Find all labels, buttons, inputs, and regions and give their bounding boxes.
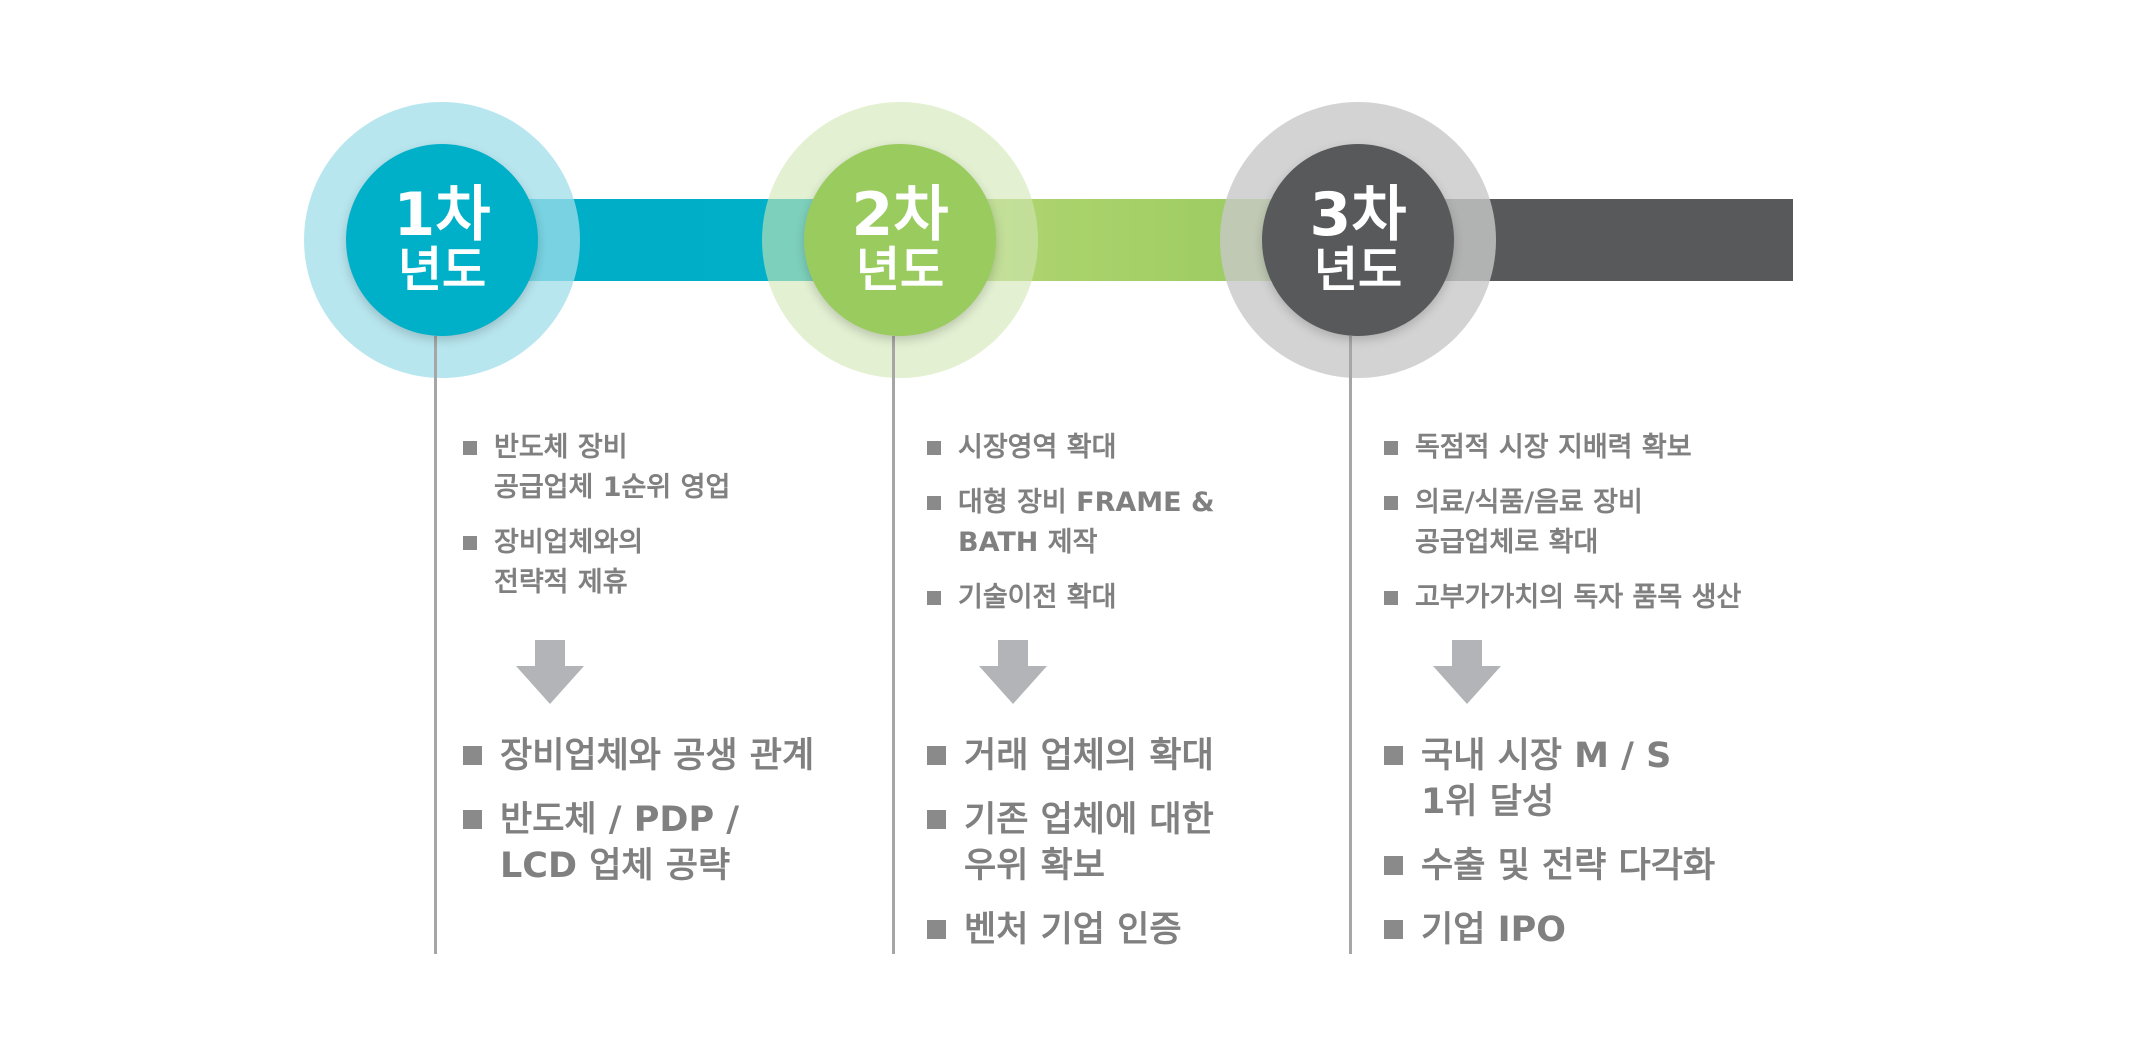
stage-3-vertical-line: [1349, 336, 1352, 954]
stage-3-strategy-list: 독점적 시장 지배력 확보 의료/식품/음료 장비 공급업체로 확대 고부가가치…: [1384, 428, 1794, 633]
list-item: 독점적 시장 지배력 확보: [1384, 428, 1794, 468]
stage-3-unit: 년도: [1313, 242, 1403, 299]
stage-2-number: 2차: [851, 179, 949, 250]
stage-1-circle: 1차 년도: [346, 144, 538, 336]
bullet-square-icon: [927, 920, 946, 939]
list-item: 기존 업체에 대한 우위 확보: [927, 797, 1287, 889]
bullet-square-icon: [1384, 746, 1403, 765]
bullet-square-icon: [927, 441, 941, 455]
list-item: 국내 시장 M / S 1위 달성: [1384, 733, 1784, 825]
stage-3-circle: 3차 년도: [1262, 144, 1454, 336]
list-item: 의료/식품/음료 장비 공급업체로 확대: [1384, 483, 1794, 563]
stage-1-strategy-list: 반도체 장비 공급업체 1순위 영업 장비업체와의 전략적 제휴: [463, 428, 793, 618]
stage-3-result-list: 국내 시장 M / S 1위 달성 수출 및 전략 다각화 기업 IPO: [1384, 733, 1784, 971]
bullet-square-icon: [1384, 920, 1403, 939]
stage-2-down-arrow-icon: [979, 640, 1047, 704]
list-item: 장비업체와의 전략적 제휴: [463, 523, 793, 603]
list-item: 거래 업체의 확대: [927, 733, 1287, 779]
stage-1-number: 1차: [393, 179, 491, 250]
stage-1-result-list: 장비업체와 공생 관계 반도체 / PDP / LCD 업체 공략: [463, 733, 823, 907]
stage-1-unit: 년도: [397, 242, 487, 299]
list-item: 기술이전 확대: [927, 578, 1257, 618]
bullet-square-icon: [1384, 856, 1403, 875]
stage-1-down-arrow-icon: [516, 640, 584, 704]
list-item: 고부가가치의 독자 품목 생산: [1384, 578, 1794, 618]
bullet-square-icon: [1384, 441, 1398, 455]
list-item: 대형 장비 FRAME & BATH 제작: [927, 483, 1257, 563]
stage-2-unit: 년도: [855, 242, 945, 299]
bullet-square-icon: [463, 746, 482, 765]
list-item: 장비업체와 공생 관계: [463, 733, 823, 779]
bullet-square-icon: [1384, 496, 1398, 510]
list-item: 벤처 기업 인증: [927, 907, 1287, 953]
bullet-square-icon: [463, 810, 482, 829]
bullet-square-icon: [463, 441, 477, 455]
bullet-square-icon: [463, 536, 477, 550]
list-item: 시장영역 확대: [927, 428, 1257, 468]
bullet-square-icon: [1384, 591, 1398, 605]
stage-2-vertical-line: [892, 336, 895, 954]
stage-3-down-arrow-icon: [1433, 640, 1501, 704]
stage-2-result-list: 거래 업체의 확대 기존 업체에 대한 우위 확보 벤처 기업 인증: [927, 733, 1287, 971]
bullet-square-icon: [927, 746, 946, 765]
stage-1-vertical-line: [434, 336, 437, 954]
stage-2-circle: 2차 년도: [804, 144, 996, 336]
list-item: 반도체 장비 공급업체 1순위 영업: [463, 428, 793, 508]
list-item: 반도체 / PDP / LCD 업체 공략: [463, 797, 823, 889]
list-item: 수출 및 전략 다각화: [1384, 843, 1784, 889]
bullet-square-icon: [927, 810, 946, 829]
bullet-square-icon: [927, 496, 941, 510]
list-item: 기업 IPO: [1384, 907, 1784, 953]
stage-2-strategy-list: 시장영역 확대 대형 장비 FRAME & BATH 제작 기술이전 확대: [927, 428, 1257, 633]
stage-3-number: 3차: [1309, 179, 1407, 250]
bullet-square-icon: [927, 591, 941, 605]
